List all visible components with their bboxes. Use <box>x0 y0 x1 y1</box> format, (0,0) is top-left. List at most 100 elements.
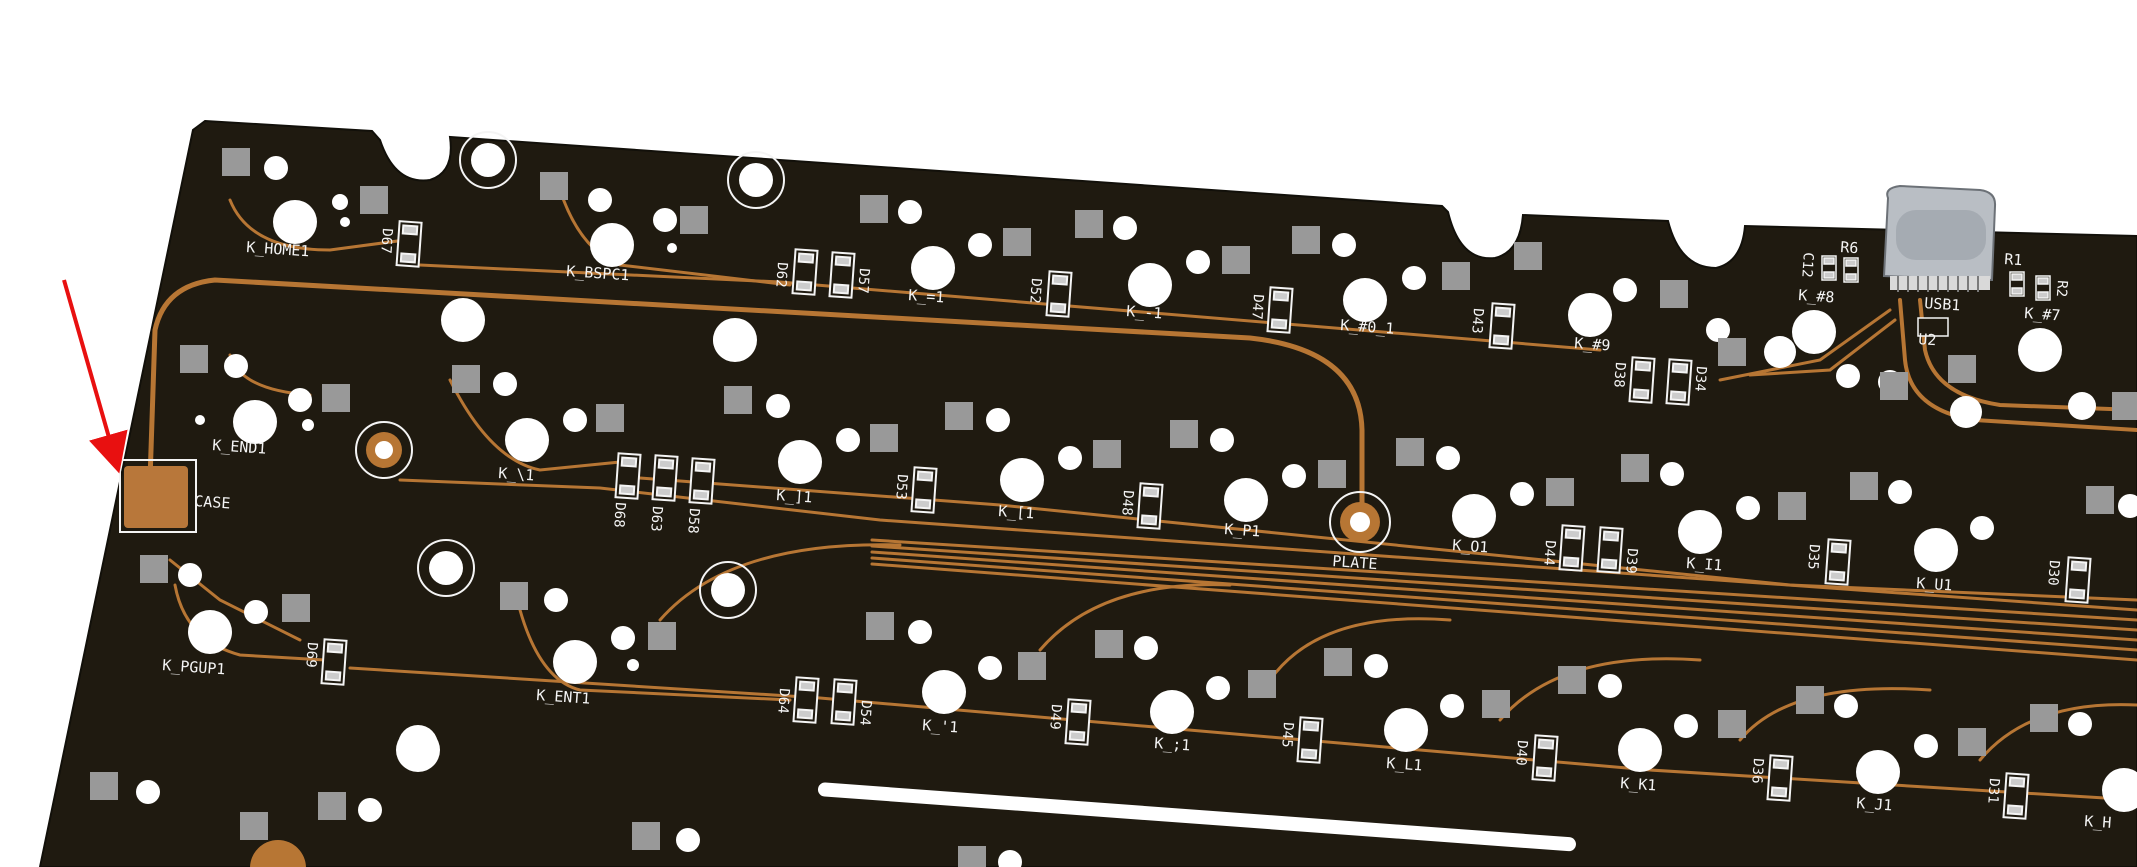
trace-outer-loop <box>147 277 1365 523</box>
case-pad <box>119 459 197 533</box>
key-label: K_\1 <box>498 464 535 484</box>
diode-d49 <box>1064 698 1092 746</box>
diode-label: D34 <box>1691 366 1709 392</box>
diode-label: D49 <box>1046 704 1064 730</box>
mount-hole-4 <box>417 539 475 597</box>
trace-usb-2 <box>1918 298 2137 412</box>
label-plate: PLATE <box>1332 552 1378 573</box>
diode-d57 <box>828 251 856 299</box>
diode-label: D68 <box>610 502 628 528</box>
trace-bus-5 <box>870 556 2137 652</box>
mount-hole-3 <box>355 421 413 479</box>
stabilizer-slot <box>817 782 1576 852</box>
diode-d36 <box>1766 754 1794 802</box>
usb-c-connector-icon <box>1882 184 1997 292</box>
mount-hole-2 <box>727 151 785 209</box>
diode-d45 <box>1296 716 1324 764</box>
trace-bus-4 <box>870 550 2137 642</box>
diode-d54 <box>830 678 858 726</box>
diode-d68 <box>614 452 642 500</box>
silkscreen-labels: CASE PLATE USB1 K_HOME1 K_BSPC1 K_=1 K_-… <box>162 228 2112 832</box>
footprint-k-7 <box>2018 328 2137 420</box>
diode-d34 <box>1665 358 1693 406</box>
trace-row-1 <box>418 263 1602 352</box>
key-label: K_PGUP1 <box>162 656 226 678</box>
mount-hole-5 <box>699 561 757 619</box>
mount-hole-plate <box>1329 491 1391 553</box>
footprint-k-quote1 <box>866 612 1046 714</box>
key-label: K_HOME1 <box>246 238 310 260</box>
diode-label: D54 <box>856 700 874 726</box>
part-r1 <box>2009 271 2025 297</box>
trace-left-1 <box>228 198 407 252</box>
diode-d69 <box>320 638 348 686</box>
diode-label: D35 <box>1804 544 1822 570</box>
diode-label: D36 <box>1748 758 1766 784</box>
diode-d39 <box>1596 526 1624 574</box>
diode-d48 <box>1136 482 1164 530</box>
key-label: K_#7 <box>2024 304 2061 324</box>
red-arrow-icon <box>62 279 128 474</box>
trace-left-3 <box>448 378 622 472</box>
diode-d43 <box>1488 302 1516 350</box>
diode-d35 <box>1824 538 1852 586</box>
component-label-r2: R2 <box>2053 280 2070 298</box>
key-label: K_K1 <box>1620 774 1657 794</box>
trace-bus-2 <box>870 538 2137 622</box>
footprint-k-eq1 <box>860 195 1031 290</box>
trace-left-6 <box>518 608 792 702</box>
diode-d63 <box>651 454 679 502</box>
footprint-k-p1 <box>1170 420 1346 522</box>
diode-label: D30 <box>2044 560 2062 586</box>
footprint-k-semicolon1 <box>1095 630 1276 734</box>
diode-label: D57 <box>854 268 872 294</box>
key-label: K_;1 <box>1154 734 1191 754</box>
label-usb1: USB1 <box>1924 294 1961 314</box>
key-label: K_[1 <box>998 502 1035 522</box>
diode-label: D69 <box>302 642 320 668</box>
footprint-k-home1 <box>222 148 388 244</box>
footprint-k-u1 <box>1850 472 2137 572</box>
key-label: K_END1 <box>212 436 267 458</box>
trace-bus-3 <box>870 544 2137 632</box>
smd-parts <box>1821 255 2051 337</box>
diode-label: D64 <box>774 688 792 714</box>
key-label: K_U1 <box>1916 574 1953 594</box>
footprint-bottom-row <box>90 772 1022 867</box>
key-label: K_#0_1 <box>1340 316 1395 338</box>
key-label: K_BSPC1 <box>566 262 630 284</box>
diode-label: D62 <box>772 262 790 288</box>
trace-usb-4 <box>1748 318 1897 377</box>
diode-d31 <box>2002 772 2030 820</box>
key-label: K_#8 <box>1798 286 1835 306</box>
diode-label: D63 <box>647 506 665 532</box>
diode-label: D43 <box>1468 308 1486 334</box>
footprint-k-o1 <box>1396 438 1574 538</box>
diodes <box>320 220 2092 820</box>
footprint-k-lbracket1 <box>945 402 1121 502</box>
diode-label: D53 <box>892 474 910 500</box>
key-label: K_J1 <box>1856 794 1893 814</box>
diode-label: D58 <box>684 508 702 534</box>
footprint-k-end1 <box>180 345 350 444</box>
key-label: K_'1 <box>922 716 959 736</box>
footprint-k-0 <box>1292 226 1470 322</box>
footprint-k-i1 <box>1621 454 1806 554</box>
trace-bus-1 <box>398 478 2137 612</box>
diode-label: D67 <box>377 228 395 254</box>
mount-hole-bottom <box>250 840 306 867</box>
diode-label: D45 <box>1278 722 1296 748</box>
mounting-holes <box>250 131 1391 867</box>
trace-diag-4 <box>1268 617 1452 682</box>
part-r2 <box>2035 275 2051 301</box>
key-label: K_]1 <box>776 486 813 506</box>
trace-diag-2 <box>658 543 902 622</box>
diode-d38 <box>1628 356 1656 404</box>
trace-row-3 <box>638 476 2137 602</box>
component-label-u2: U2 <box>1918 330 1937 349</box>
footprint-k-9 <box>1514 242 1796 368</box>
diode-label: D47 <box>1248 294 1266 320</box>
label-case: CASE <box>194 492 231 512</box>
footprint-k-bspc1 <box>540 172 708 267</box>
